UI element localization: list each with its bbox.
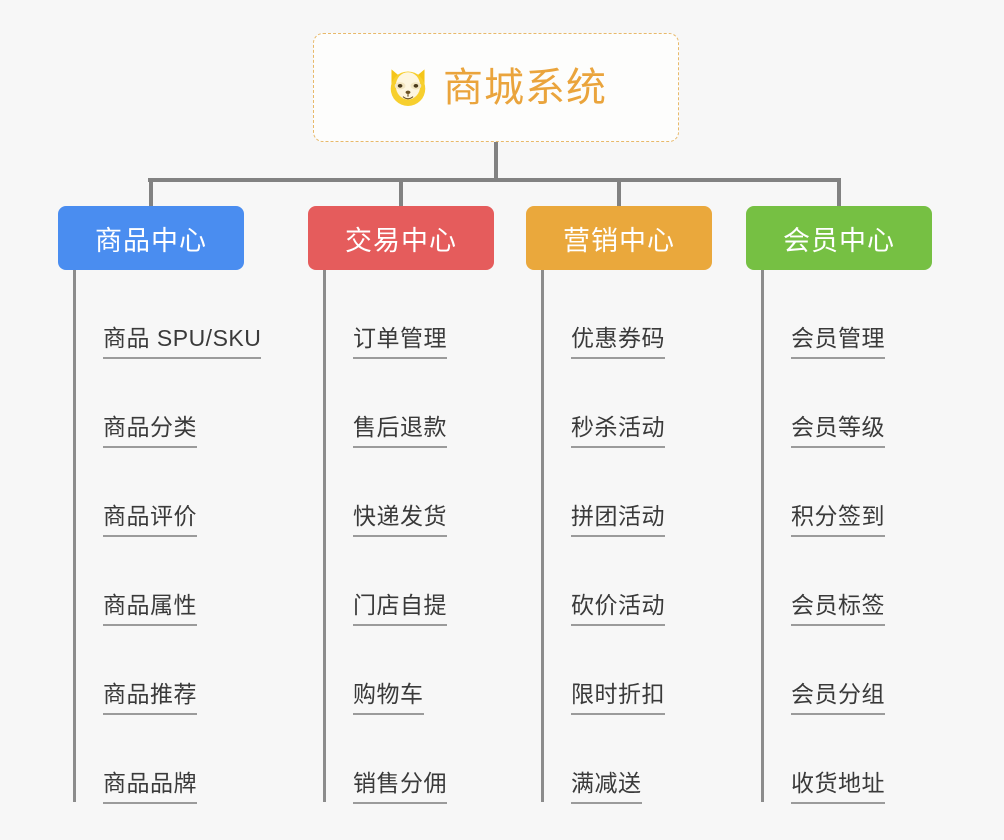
leaf-label: 会员管理 (791, 325, 885, 359)
leaf-item[interactable]: 拼团活动 (541, 448, 665, 537)
leaf-item[interactable]: 满减送 (541, 715, 665, 804)
leaf-item[interactable]: 会员管理 (761, 270, 885, 359)
leaf-item[interactable]: 积分签到 (761, 448, 885, 537)
leaf-label: 秒杀活动 (571, 414, 665, 448)
branch-column-3: 会员管理 会员等级 积分签到 会员标签 会员分组 收货地址 (761, 270, 885, 804)
category-box-0[interactable]: 商品中心 (58, 206, 244, 270)
connector-branch-vertical-3 (837, 178, 841, 206)
connector-branch-vertical-2 (617, 178, 621, 206)
category-label: 会员中心 (783, 225, 895, 256)
leaf-label: 砍价活动 (571, 592, 665, 626)
leaf-item[interactable]: 收货地址 (761, 715, 885, 804)
leaf-label: 快递发货 (353, 503, 447, 537)
leaf-label: 会员标签 (791, 592, 885, 626)
leaf-item[interactable]: 会员分组 (761, 626, 885, 715)
category-box-1[interactable]: 交易中心 (308, 206, 494, 270)
leaf-item[interactable]: 销售分佣 (323, 715, 447, 804)
category-box-3[interactable]: 会员中心 (746, 206, 932, 270)
leaf-item[interactable]: 商品评价 (73, 448, 261, 537)
leaf-item[interactable]: 秒杀活动 (541, 359, 665, 448)
root-title: 商城系统 (443, 65, 607, 110)
shiba-dog-face-icon (390, 68, 426, 106)
leaf-label: 商品 SPU/SKU (103, 325, 262, 359)
branch-trunk (323, 270, 326, 802)
leaf-label: 商品分类 (103, 414, 197, 448)
leaf-item[interactable]: 商品属性 (73, 537, 261, 626)
leaf-label: 商品推荐 (103, 681, 197, 715)
leaf-label: 积分签到 (791, 503, 885, 537)
leaf-label: 门店自提 (353, 592, 447, 626)
leaf-item[interactable]: 购物车 (323, 626, 447, 715)
category-label: 交易中心 (345, 225, 457, 256)
leaf-label: 商品属性 (103, 592, 197, 626)
category-label: 商品中心 (95, 225, 207, 256)
leaf-label: 满减送 (571, 770, 642, 804)
leaf-label: 售后退款 (353, 414, 447, 448)
branch-trunk (541, 270, 544, 802)
leaf-label: 购物车 (353, 681, 424, 715)
connector-branch-vertical-0 (149, 178, 153, 206)
connector-root-vertical (494, 142, 498, 180)
leaf-item[interactable]: 商品分类 (73, 359, 261, 448)
leaf-item[interactable]: 售后退款 (323, 359, 447, 448)
leaf-label: 商品评价 (103, 503, 197, 537)
leaf-item[interactable]: 限时折扣 (541, 626, 665, 715)
leaf-item[interactable]: 订单管理 (323, 270, 447, 359)
leaf-label: 会员分组 (791, 681, 885, 715)
leaf-label: 优惠券码 (571, 325, 665, 359)
leaf-label: 收货地址 (791, 770, 885, 804)
leaf-item[interactable]: 快递发货 (323, 448, 447, 537)
category-label: 营销中心 (563, 225, 675, 256)
connector-horizontal-bus (148, 178, 839, 182)
leaf-item[interactable]: 优惠券码 (541, 270, 665, 359)
leaf-item[interactable]: 商品推荐 (73, 626, 261, 715)
leaf-item[interactable]: 商品 SPU/SKU (73, 270, 262, 359)
branch-column-1: 订单管理 售后退款 快递发货 门店自提 购物车 销售分佣 (323, 270, 447, 804)
branch-column-2: 优惠券码 秒杀活动 拼团活动 砍价活动 限时折扣 满减送 (541, 270, 665, 804)
leaf-label: 订单管理 (353, 325, 447, 359)
leaf-item[interactable]: 商品品牌 (73, 715, 261, 804)
category-box-2[interactable]: 营销中心 (526, 206, 712, 270)
leaf-item[interactable]: 门店自提 (323, 537, 447, 626)
root-node[interactable]: 商城系统 (313, 33, 679, 142)
branch-column-0: 商品 SPU/SKU 商品分类 商品评价 商品属性 商品推荐 商品品牌 (73, 270, 262, 804)
leaf-label: 销售分佣 (353, 770, 447, 804)
branch-trunk (73, 270, 76, 802)
leaf-label: 会员等级 (791, 414, 885, 448)
leaf-item[interactable]: 会员等级 (761, 359, 885, 448)
leaf-label: 拼团活动 (571, 503, 665, 537)
leaf-item[interactable]: 砍价活动 (541, 537, 665, 626)
connector-branch-vertical-1 (399, 178, 403, 206)
leaf-label: 商品品牌 (103, 770, 197, 804)
leaf-item[interactable]: 会员标签 (761, 537, 885, 626)
leaf-label: 限时折扣 (571, 681, 665, 715)
branch-trunk (761, 270, 764, 802)
